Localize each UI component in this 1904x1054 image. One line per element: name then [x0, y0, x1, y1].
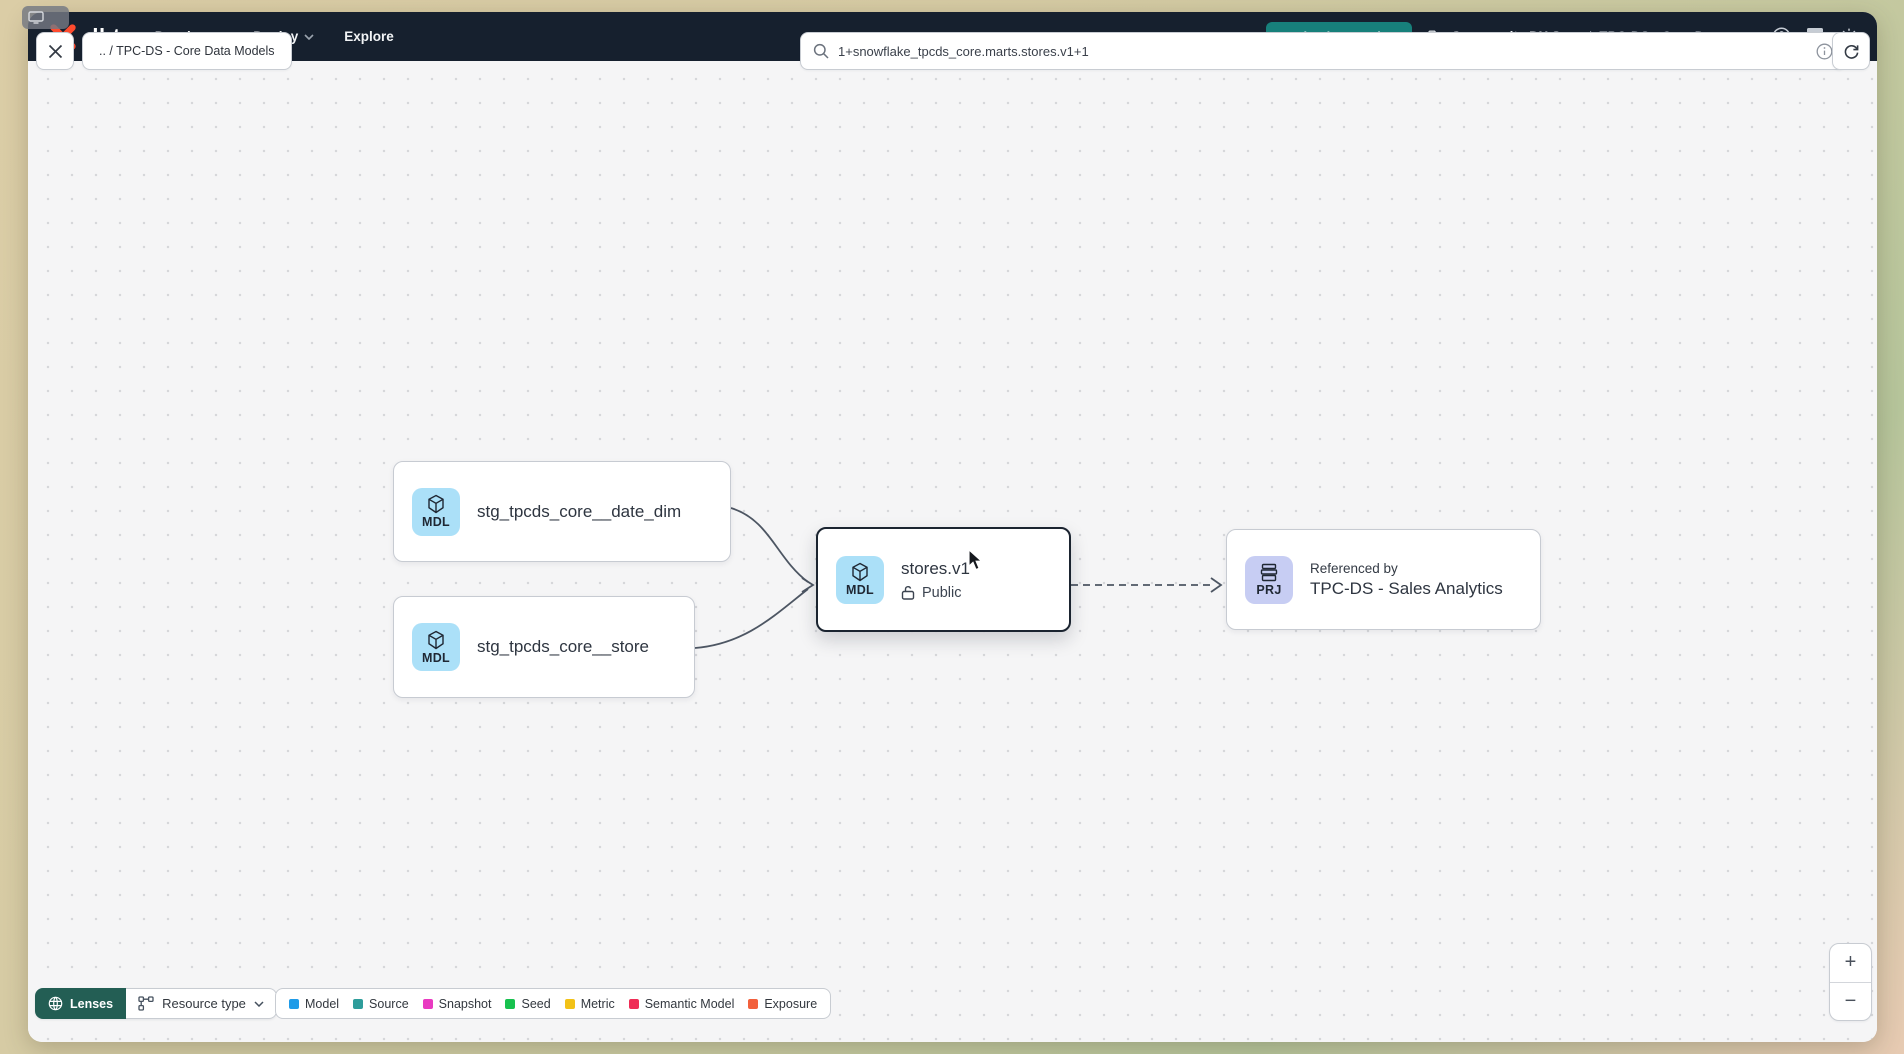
legend-swatch [289, 998, 299, 1009]
model-badge: MDL [412, 623, 460, 671]
chevron-down-icon [254, 1000, 264, 1007]
badge-code: MDL [846, 583, 874, 597]
edge-date-dim-to-stores [730, 507, 809, 583]
node-title: stg_tpcds_core__store [477, 637, 649, 656]
cube-icon [852, 562, 868, 582]
node-referenced-by-sales-analytics[interactable]: PRJ Referenced by TPC-DS - Sales Analyti… [1226, 529, 1541, 630]
legend-item-source: Source [353, 997, 409, 1011]
zoom-controls: + − [1829, 943, 1872, 1021]
legend-label: Snapshot [438, 996, 492, 1011]
nav-item-explore[interactable]: Explore [344, 29, 394, 44]
node-title: stores.v1 [901, 558, 970, 578]
monitor-icon [28, 11, 44, 24]
resource-type-icon [138, 996, 154, 1011]
badge-code: MDL [422, 515, 450, 529]
legend-swatch [628, 998, 639, 1009]
resource-type-dropdown[interactable]: Resource type [126, 988, 277, 1019]
lineage-selector-bar [800, 32, 1846, 70]
legend-label: Semantic Model [644, 996, 735, 1011]
badge-code: MDL [422, 650, 450, 665]
resource-legend: Model Source Snapshot Seed Metric Semant… [275, 988, 832, 1019]
lenses-button[interactable]: Lenses [35, 988, 127, 1019]
app-window: dbt Develop Deploy Explore Navigation pr… [28, 12, 1877, 1042]
zoom-out-button[interactable]: − [1844, 989, 1857, 1012]
badge-code: PRJ [1256, 582, 1282, 597]
legend-swatch [353, 998, 364, 1009]
access-row: Public [901, 585, 970, 601]
legend-label: Source [369, 996, 409, 1011]
legend-item-model: Model [289, 997, 339, 1011]
legend-item-seed: Seed [505, 996, 551, 1011]
node-title: TPC-DS - Sales Analytics [1310, 578, 1503, 598]
lineage-path-chip[interactable]: .. / TPC-DS - Core Data Models [82, 32, 292, 70]
model-badge: MDL [412, 487, 460, 536]
legend-swatch [748, 998, 759, 1009]
archive-stack-icon [1260, 563, 1278, 581]
nav-item-explore-label: Explore [344, 29, 394, 44]
legend-swatch [422, 998, 433, 1009]
close-button[interactable] [36, 32, 74, 70]
legend-item-semantic-model: Semantic Model [628, 996, 735, 1011]
selector-input[interactable] [838, 43, 1807, 59]
lenses-label: Lenses [70, 996, 114, 1011]
close-icon [48, 44, 62, 58]
node-subtitle: Referenced by [1310, 560, 1398, 576]
cube-icon [428, 494, 444, 514]
node-title: stg_tpcds_core__date_dim [477, 501, 682, 521]
zoom-in-button[interactable]: + [1830, 944, 1871, 983]
edge-store-to-stores [694, 588, 809, 649]
refresh-icon [1844, 44, 1858, 59]
screen-share-tab [22, 6, 69, 29]
access-label: Public [922, 584, 962, 601]
cube-icon [428, 630, 444, 649]
legend-label: Exposure [764, 996, 818, 1011]
unlock-icon [901, 586, 915, 600]
project-badge: PRJ [1245, 555, 1293, 604]
legend-swatch [564, 998, 575, 1009]
node-stg-tpcds-core-store[interactable]: MDL stg_tpcds_core__store [393, 596, 695, 698]
legend-label: Model [305, 996, 340, 1011]
legend-label: Metric [580, 996, 615, 1011]
search-icon [813, 43, 829, 59]
lineage-canvas[interactable]: MDL stg_tpcds_core__date_dim MDL stg_tpc… [28, 61, 1877, 1042]
legend-swatch [505, 998, 516, 1009]
node-stg-tpcds-core-date-dim[interactable]: MDL stg_tpcds_core__date_dim [393, 461, 731, 562]
resource-type-label: Resource type [162, 996, 246, 1011]
lens-controls: Lenses Resource type [35, 988, 277, 1019]
lenses-icon [48, 996, 63, 1011]
legend-label: Seed [521, 996, 551, 1011]
lineage-path-label: .. / TPC-DS - Core Data Models [99, 44, 275, 58]
info-icon[interactable] [1816, 43, 1833, 60]
legend-item-exposure: Exposure [748, 997, 817, 1011]
legend-item-metric: Metric [564, 996, 615, 1011]
model-badge: MDL [836, 555, 884, 604]
node-stores-v1[interactable]: MDL stores.v1 Public [816, 527, 1071, 632]
legend-item-snapshot: Snapshot [422, 996, 492, 1011]
refresh-button[interactable] [1832, 32, 1870, 70]
chevron-down-icon [304, 33, 314, 40]
